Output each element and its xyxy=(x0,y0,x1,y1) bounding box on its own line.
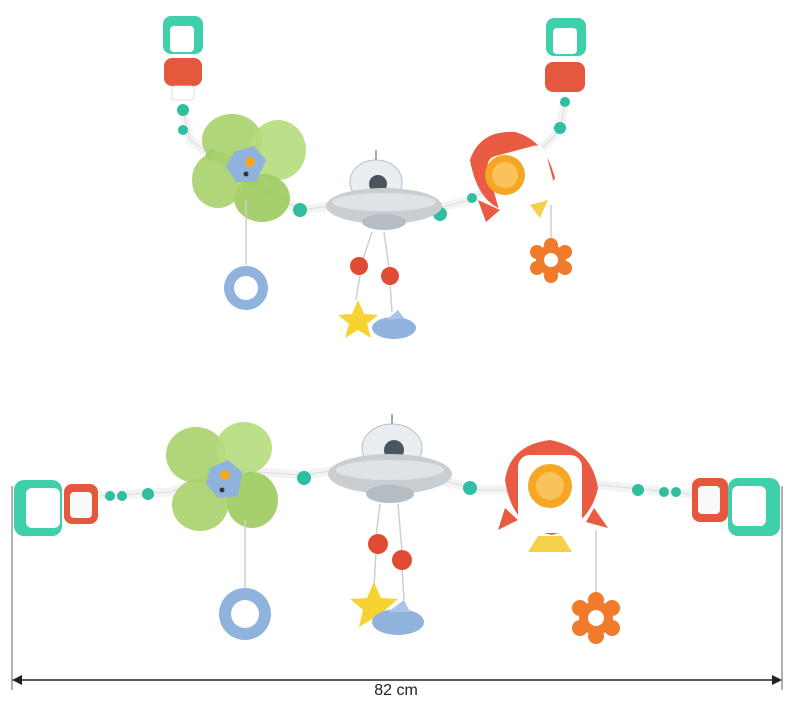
blue-teether-ring xyxy=(224,266,268,310)
plane-toy xyxy=(372,310,416,339)
rocket-rattle-straight xyxy=(498,440,608,552)
arrow-right-icon xyxy=(772,675,782,685)
rocket-rattle xyxy=(470,131,557,222)
pinwheel-rattle-straight xyxy=(166,422,278,531)
measurement-label: 82 cm xyxy=(374,682,418,699)
toy-straight-view xyxy=(14,414,780,644)
blue-teether-ring-straight xyxy=(219,588,271,640)
plane-toy-straight xyxy=(372,600,424,635)
left-clip-straight xyxy=(14,480,154,536)
ufo-light-straight xyxy=(328,414,452,503)
orange-flower-teether-straight xyxy=(572,592,620,644)
right-clip-straight xyxy=(632,478,780,536)
orange-flower-teether xyxy=(530,238,572,283)
measurement-line xyxy=(11,486,783,690)
left-clip xyxy=(163,16,203,135)
toy-arched-view xyxy=(163,16,586,339)
right-clip xyxy=(545,18,586,134)
star-toy xyxy=(338,300,378,338)
ufo-light xyxy=(326,150,442,230)
pinwheel-rattle xyxy=(192,114,306,222)
arrow-left-icon xyxy=(12,675,22,685)
